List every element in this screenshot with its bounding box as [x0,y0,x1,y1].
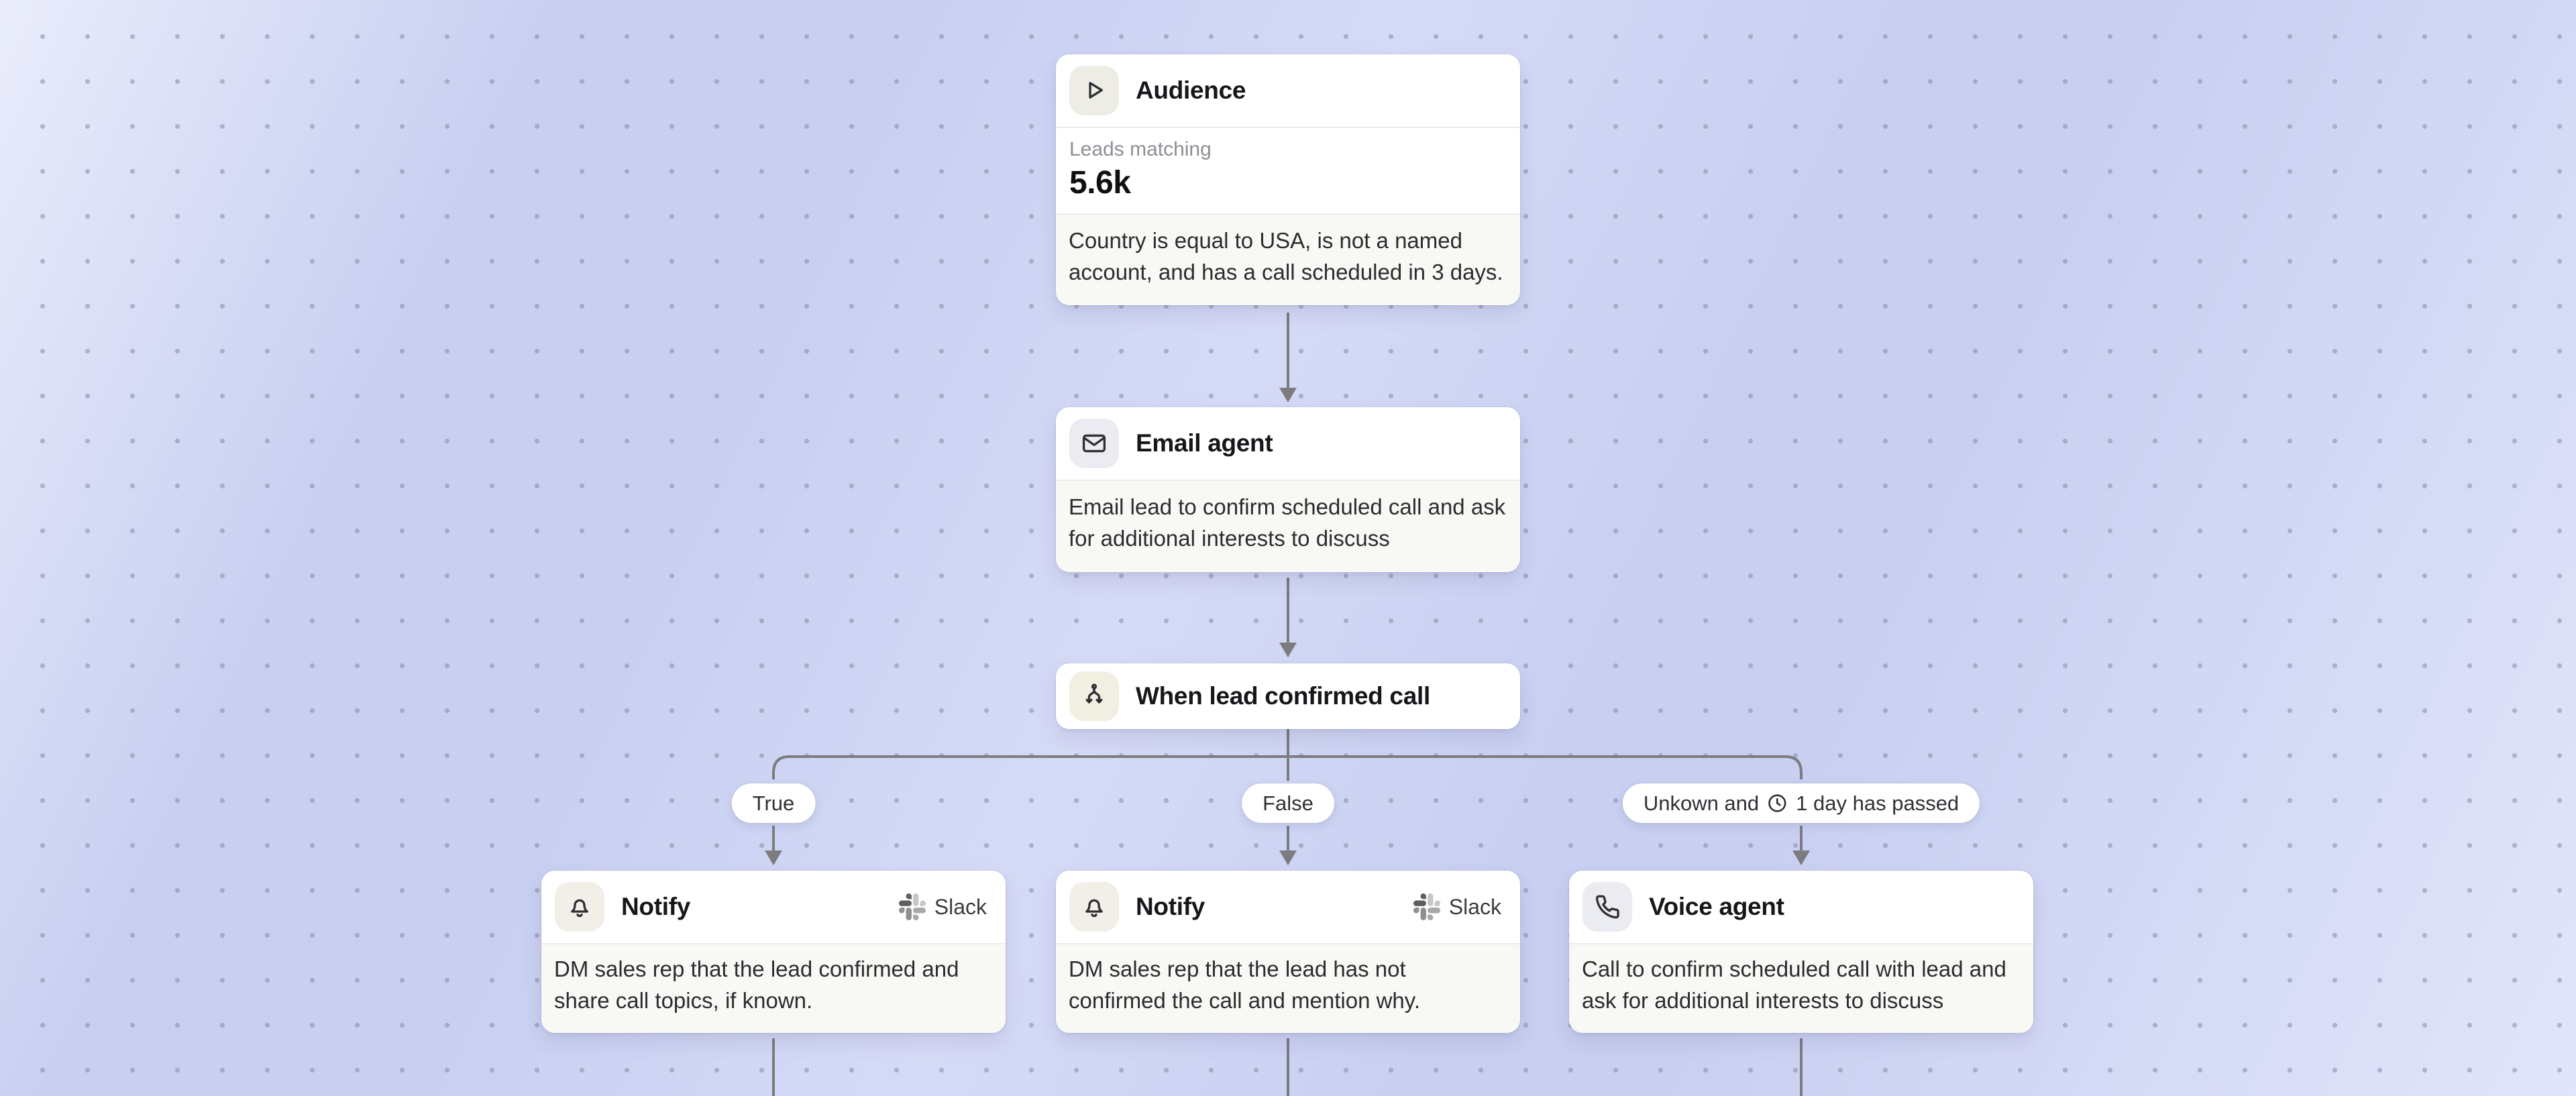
node-notify-header: Notify Slack [1056,871,1520,943]
arrowhead [1792,851,1810,865]
branch-label-prefix: Unkown and [1643,791,1760,815]
mail-icon [1069,419,1119,468]
node-title: Email agent [1136,429,1273,457]
branch-pill-unknown[interactable]: Unkown and 1 day has passed [1622,783,1980,823]
branch-label: True [752,791,795,815]
node-condition-header: When lead confirmed call [1056,663,1520,729]
node-voice-header: Voice agent [1569,871,2033,943]
arrowhead [1279,388,1297,402]
clock-icon [1768,794,1786,812]
node-description: Call to confirm scheduled call with lead… [1569,943,2033,1033]
node-description: Country is equal to USA, is not a named … [1056,213,1520,306]
stat-label: Leads matching [1069,138,1212,160]
slack-icon [1413,893,1440,920]
arrowhead [765,851,782,865]
arrowhead [1279,851,1297,865]
node-notify-true[interactable]: Notify Slack DM sales rep that the lead … [541,871,1006,1033]
branch-icon [1069,671,1119,721]
bell-icon [1069,882,1119,932]
node-title: Notify [621,893,691,920]
arrowhead [1279,643,1297,657]
node-email-agent[interactable]: Email agent Email lead to confirm schedu… [1056,407,1520,572]
branch-pill-false[interactable]: False [1242,783,1334,823]
node-condition[interactable]: When lead confirmed call [1056,663,1520,729]
node-voice-agent[interactable]: Voice agent Call to confirm scheduled ca… [1569,871,2033,1033]
node-title: Notify [1136,893,1205,920]
audience-stats: Leads matching 5.6k [1056,127,1520,213]
node-email-header: Email agent [1056,407,1520,480]
node-title: Audience [1136,76,1246,104]
node-audience-header: Audience [1056,54,1520,127]
edge-branch-rail [772,755,1803,779]
integration-label: Slack [1448,894,1501,919]
node-notify-header: Notify Slack [541,871,1006,943]
node-title: Voice agent [1649,893,1784,920]
play-icon [1069,66,1119,115]
bell-icon [555,882,604,932]
branch-label-suffix: 1 day has passed [1796,791,1960,815]
node-notify-false[interactable]: Notify Slack DM sales rep that the lead … [1056,871,1520,1033]
stat-value: 5.6k [1069,165,1131,201]
slack-icon [898,893,926,920]
integration-label: Slack [934,894,987,919]
node-description: DM sales rep that the lead has not confi… [1056,943,1520,1033]
node-audience[interactable]: Audience Leads matching 5.6k Country is … [1056,54,1520,306]
integration-badge: Slack [898,893,987,920]
branch-label: False [1263,791,1313,815]
branch-pill-true[interactable]: True [731,783,816,823]
node-title: When lead confirmed call [1136,682,1430,710]
node-description: DM sales rep that the lead confirmed and… [541,943,1006,1033]
phone-icon [1582,882,1632,932]
node-description: Email lead to confirm scheduled call and… [1056,480,1520,572]
integration-badge: Slack [1413,893,1501,920]
